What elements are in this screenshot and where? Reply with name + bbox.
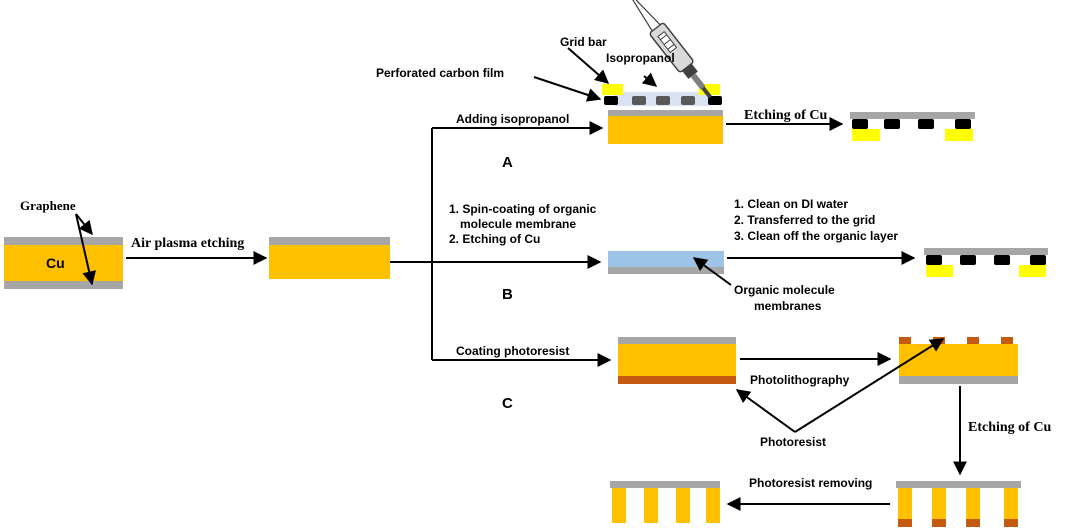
photoresist-pointer-right (794, 338, 945, 433)
organic-membrane (608, 251, 724, 267)
clean-step-1: 1. Clean on DI water (734, 197, 848, 211)
graphene-layer (618, 337, 736, 344)
path-a-label: A (502, 154, 513, 171)
photoresist-block (966, 519, 980, 527)
copper-foil (618, 344, 736, 376)
graphene-pointer-bottom (75, 213, 97, 286)
grid-bar-pointer (567, 47, 610, 84)
carbon-film-segment (656, 96, 670, 105)
grid-product-b (924, 248, 1048, 277)
organic-label-2: membranes (754, 299, 822, 313)
perforated-film-label: Perforated carbon film (376, 66, 504, 80)
copper-foil (608, 116, 723, 144)
grid-bar-right (699, 84, 720, 95)
graphene-layer (269, 237, 390, 245)
grid-product-a (850, 112, 975, 141)
photoresist-removing-label: Photoresist removing (749, 476, 872, 490)
grid-bar-left (602, 84, 623, 95)
carbon-film-segment (960, 255, 976, 265)
photoresist-coated-stack (618, 337, 736, 384)
graphene-layer (850, 112, 975, 119)
grid-bar (926, 265, 953, 277)
organic-membrane-stack (608, 251, 724, 274)
patterned-photoresist-stack (899, 337, 1018, 384)
cu-label: Cu (46, 255, 65, 271)
carbon-film-segment (918, 119, 934, 129)
etched-substrate (269, 237, 390, 279)
carbon-film-segment (604, 96, 618, 105)
carbon-film-segment (681, 96, 695, 105)
graphene-layer (896, 481, 1021, 488)
copper-pillar (706, 488, 720, 523)
carbon-film-segment (708, 96, 722, 105)
copper-foil (899, 344, 1018, 376)
initial-substrate (4, 237, 123, 289)
grid-bar (852, 129, 880, 141)
photoresist-label: Photoresist (760, 435, 826, 449)
copper-pillar (932, 488, 946, 519)
copper-pillar (1004, 488, 1018, 519)
copper-pillar (644, 488, 658, 523)
graphene-pointer-top (75, 213, 93, 236)
step-b2-label: 2. Etching of Cu (449, 232, 540, 246)
graphene-layer (899, 376, 1018, 384)
photoresist-pointer-left (735, 389, 796, 433)
photoresist-block (932, 519, 946, 527)
carbon-film-segment (955, 119, 971, 129)
graphene-bottom-layer (4, 281, 123, 289)
grid-bar-label: Grid bar (560, 35, 607, 49)
grid-bar (945, 129, 973, 141)
pipette-icon (631, 0, 712, 99)
carbon-film-segment (926, 255, 942, 265)
copper-foil (4, 245, 123, 281)
isopropanol-label: Isopropanol (606, 51, 675, 65)
isopropanol-pointer (641, 72, 658, 87)
path-b-label: B (502, 286, 513, 303)
grid-on-substrate (602, 84, 723, 144)
etched-pillar-stack (896, 481, 1021, 527)
step-b1-continued-label: molecule membrane (460, 217, 576, 231)
copper-pillar (612, 488, 626, 523)
clean-step-2: 2. Transferred to the grid (734, 213, 875, 227)
graphene-layer (608, 267, 724, 274)
carbon-film-segment (852, 119, 868, 129)
clean-step-3: 3. Clean off the organic layer (734, 229, 898, 243)
graphene-layer (608, 110, 723, 116)
copper-foil (269, 245, 390, 279)
photoresist-block (899, 337, 911, 344)
path-c-label: C (502, 395, 513, 412)
copper-pillar (966, 488, 980, 519)
air-plasma-label: Air plasma etching (131, 236, 244, 251)
photoresist-block (898, 519, 912, 527)
photoresist-block (967, 337, 979, 344)
photolithography-label: Photolithography (750, 373, 850, 387)
graphene-layer (610, 481, 720, 488)
copper-pillar (676, 488, 690, 523)
etching-cu-a-label: Etching of Cu (744, 108, 827, 123)
copper-pillar (898, 488, 912, 519)
graphene-label: Graphene (20, 198, 76, 213)
graphene-top-layer (4, 237, 123, 245)
carbon-film-segment (632, 96, 646, 105)
carbon-film-segment (884, 119, 900, 129)
organic-label-1: Organic molecule (734, 283, 835, 297)
graphene-layer (924, 248, 1048, 255)
carbon-film-segment (994, 255, 1010, 265)
perforated-film-pointer (533, 76, 602, 102)
step-b1-label: 1. Spin-coating of organic (449, 202, 597, 216)
carbon-film-segment (1030, 255, 1046, 265)
organic-membrane-pointer (692, 257, 732, 286)
photoresist-layer (618, 376, 736, 384)
photoresist-block (1004, 519, 1018, 527)
coating-photoresist-label: Coating photoresist (456, 344, 569, 358)
final-pillar-stack (610, 481, 720, 523)
photoresist-block (1001, 337, 1013, 344)
grid-bar (1019, 265, 1046, 277)
etching-cu-c-label: Etching of Cu (968, 420, 1051, 435)
adding-isopropanol-label: Adding isopropanol (456, 112, 569, 126)
